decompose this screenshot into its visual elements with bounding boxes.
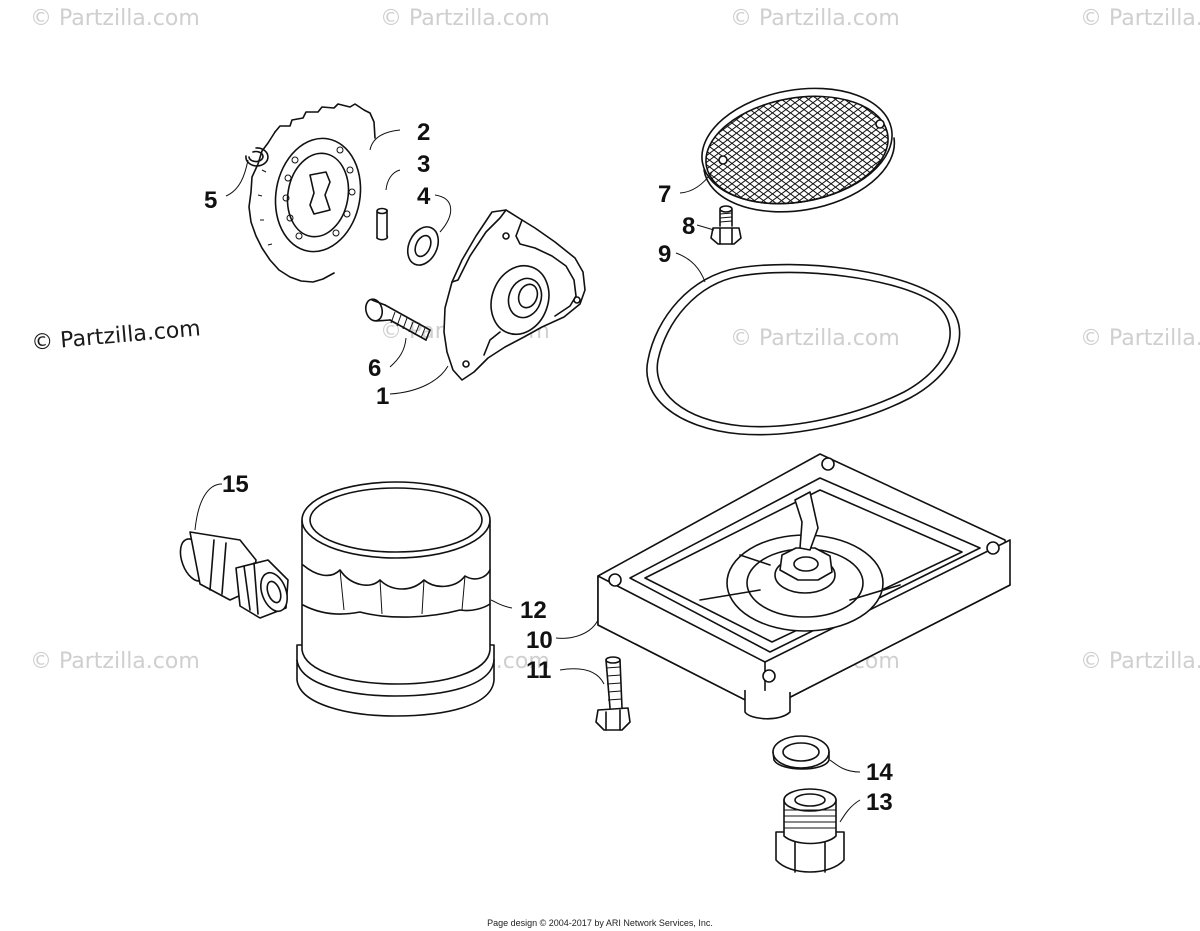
callout-1: 1 bbox=[376, 383, 389, 410]
mesh-line bbox=[854, 82, 897, 218]
screen-mesh bbox=[697, 82, 897, 218]
leader-8 bbox=[696, 224, 715, 231]
leader-5 bbox=[225, 159, 249, 197]
leader-lines bbox=[194, 129, 861, 823]
watermark: © Partzilla.com bbox=[1080, 6, 1200, 31]
part-13-drain-plug bbox=[775, 788, 845, 873]
callout-7: 7 bbox=[658, 181, 671, 208]
mesh-line bbox=[863, 82, 897, 218]
callout-14: 14 bbox=[866, 759, 893, 786]
mesh-line bbox=[863, 82, 897, 218]
callout-10: 10 bbox=[526, 627, 553, 654]
footer-copyright: Page design © 2004-2017 by ARI Network S… bbox=[487, 918, 713, 928]
leader-15 bbox=[194, 483, 223, 531]
callout-5: 5 bbox=[204, 187, 217, 214]
callout-11: 11 bbox=[526, 657, 551, 684]
part-6-bolt bbox=[364, 298, 431, 341]
mesh-line bbox=[697, 82, 736, 218]
part-7-strainer bbox=[697, 82, 897, 218]
part-10-oil-pan bbox=[597, 453, 1011, 720]
leader-2 bbox=[369, 129, 401, 151]
part-15-fitting bbox=[179, 531, 289, 619]
leader-4 bbox=[434, 194, 452, 233]
watermark: © Partzilla.com bbox=[1080, 326, 1200, 351]
mesh-line bbox=[872, 82, 897, 218]
watermark: © Partzilla.com bbox=[30, 649, 200, 674]
part-1-oil-pump bbox=[443, 209, 586, 381]
callout-8: 8 bbox=[682, 213, 695, 240]
part-14-washer bbox=[772, 735, 830, 770]
part-4-washer bbox=[406, 226, 440, 266]
callout-labels: 1 2 3 4 5 6 7 8 9 10 11 12 13 14 15 bbox=[204, 119, 893, 816]
mesh-line bbox=[854, 82, 897, 218]
mesh-line bbox=[872, 82, 897, 218]
leader-10 bbox=[555, 619, 599, 639]
leader-12 bbox=[490, 599, 513, 609]
part-11-bolt bbox=[595, 656, 631, 731]
watermark: © Partzilla.com bbox=[730, 326, 900, 351]
leader-6 bbox=[389, 337, 407, 368]
watermark-dark: © Partzilla.com bbox=[30, 316, 201, 356]
callout-2: 2 bbox=[417, 119, 430, 146]
callout-9: 9 bbox=[658, 241, 671, 268]
part-12-oil-filter bbox=[296, 481, 495, 717]
callout-15: 15 bbox=[222, 471, 249, 498]
part-8-bolt bbox=[710, 205, 742, 245]
part-3-pin bbox=[376, 207, 389, 241]
mesh-line bbox=[697, 82, 718, 218]
leader-13 bbox=[839, 799, 861, 823]
leader-11 bbox=[559, 668, 605, 685]
watermark: © Partzilla.com bbox=[380, 6, 550, 31]
part-5-snap-ring bbox=[245, 147, 269, 167]
mesh-line bbox=[697, 82, 718, 218]
callout-3: 3 bbox=[417, 151, 430, 178]
mesh-line bbox=[697, 82, 736, 218]
leader-7 bbox=[679, 171, 713, 194]
part-2-gear bbox=[248, 103, 376, 283]
watermark: © Partzilla.com bbox=[730, 6, 900, 31]
leader-1 bbox=[389, 365, 449, 395]
leader-9 bbox=[675, 252, 706, 283]
callout-4: 4 bbox=[417, 183, 431, 210]
watermark: © Partzilla.com bbox=[30, 6, 200, 31]
callout-12: 12 bbox=[520, 597, 547, 624]
callout-6: 6 bbox=[368, 355, 381, 382]
leader-3 bbox=[385, 169, 401, 191]
part-9-gasket bbox=[646, 263, 961, 436]
watermark: © Partzilla.com bbox=[1080, 649, 1200, 674]
callout-13: 13 bbox=[866, 789, 893, 816]
leader-14 bbox=[829, 759, 861, 773]
